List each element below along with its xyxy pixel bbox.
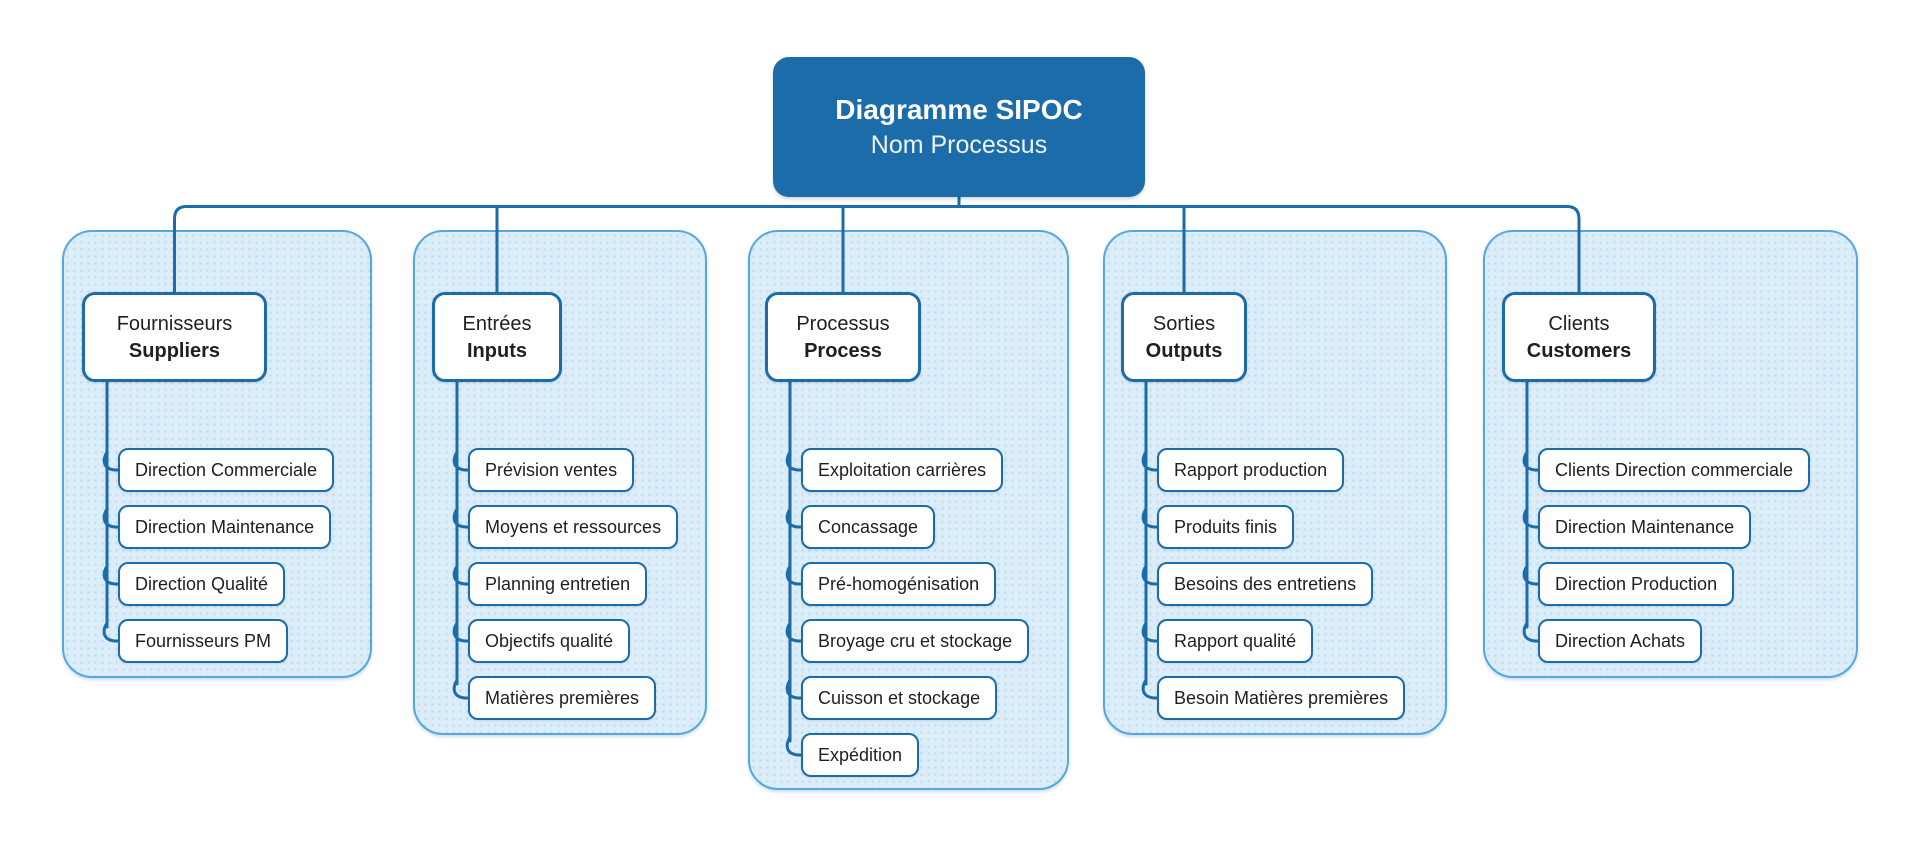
connector-branch-inputs-0 [452, 450, 474, 472]
column-title-fr-inputs: Entrées [462, 312, 532, 335]
node-label: Besoin Matières premières [1174, 687, 1389, 708]
node-label: Moyens et ressources [485, 516, 662, 537]
connector-branch-inputs-4 [452, 678, 474, 700]
node-suppliers-item[interactable]: Direction Commerciale [118, 448, 335, 492]
node-customers-item[interactable]: Direction Maintenance [1538, 505, 1752, 549]
node-process-item[interactable]: Expédition [801, 733, 920, 777]
connector-branch-outputs-3 [1141, 621, 1163, 643]
node-label: Concassage [818, 516, 919, 537]
node-inputs-item[interactable]: Prévision ventes [468, 448, 635, 492]
connector-branch-inputs-2 [452, 564, 474, 586]
connector-branch-process-0 [785, 450, 807, 472]
node-label: Rapport production [1174, 459, 1328, 480]
node-process-item[interactable]: Exploitation carrières [801, 448, 1004, 492]
node-customers-item[interactable]: Clients Direction commerciale [1538, 448, 1811, 492]
connector-branch-customers-3 [1522, 621, 1544, 643]
connector-branch-suppliers-2 [102, 564, 124, 586]
node-label: Fournisseurs PM [135, 630, 272, 651]
connector-branch-process-1 [785, 507, 807, 529]
node-customers-item[interactable]: Direction Production [1538, 562, 1735, 606]
node-label: Rapport qualité [1174, 630, 1297, 651]
connector-branch-process-3 [785, 621, 807, 643]
node-inputs-item[interactable]: Objectifs qualité [468, 619, 631, 663]
connector-branch-process-5 [785, 735, 807, 757]
node-label: Direction Achats [1555, 630, 1686, 651]
connector-branch-process-4 [785, 678, 807, 700]
node-label: Prévision ventes [485, 459, 618, 480]
connector-branch-inputs-1 [452, 507, 474, 529]
node-label: Broyage cru et stockage [818, 630, 1013, 651]
node-process-item[interactable]: Broyage cru et stockage [801, 619, 1030, 663]
connector-branch-outputs-1 [1141, 507, 1163, 529]
node-label: Besoins des entretiens [1174, 573, 1357, 594]
node-process-item[interactable]: Pré-homogénisation [801, 562, 997, 606]
column-title-en-inputs: Inputs [467, 339, 527, 362]
node-label: Direction Commerciale [135, 459, 318, 480]
node-outputs-item[interactable]: Produits finis [1157, 505, 1295, 549]
node-label: Expédition [818, 744, 903, 765]
node-label: Objectifs qualité [485, 630, 614, 651]
node-label: Planning entretien [485, 573, 631, 594]
node-outputs-item[interactable]: Rapport production [1157, 448, 1345, 492]
process-name: Nom Processus [870, 131, 1048, 159]
node-inputs-item[interactable]: Moyens et ressources [468, 505, 679, 549]
node-outputs-item[interactable]: Besoins des entretiens [1157, 562, 1374, 606]
node-process-item[interactable]: Concassage [801, 505, 936, 549]
node-outputs-item[interactable]: Besoin Matières premières [1157, 676, 1406, 720]
column-title-fr-outputs: Sorties [1152, 312, 1216, 335]
connector-branch-outputs-2 [1141, 564, 1163, 586]
node-label: Clients Direction commerciale [1555, 459, 1794, 480]
root-node-sipoc-title[interactable]: Diagramme SIPOC Nom Processus [773, 57, 1145, 197]
connector-branch-customers-0 [1522, 450, 1544, 472]
connector-branch-process-2 [785, 564, 807, 586]
connector-rail [173, 205, 1581, 294]
node-label: Direction Qualité [135, 573, 269, 594]
node-label: Cuisson et stockage [818, 687, 981, 708]
node-inputs-item[interactable]: Matières premières [468, 676, 657, 720]
node-label: Matières premières [485, 687, 640, 708]
connector-branch-suppliers-0 [102, 450, 124, 472]
connector-branch-outputs-4 [1141, 678, 1163, 700]
node-label: Exploitation carrières [818, 459, 987, 480]
connector-branch-customers-2 [1522, 564, 1544, 586]
node-customers-item[interactable]: Direction Achats [1538, 619, 1703, 663]
connector-branch-inputs-3 [452, 621, 474, 643]
column-title-en-suppliers: Suppliers [128, 339, 221, 362]
column-title-en-outputs: Outputs [1145, 339, 1223, 362]
node-outputs-item[interactable]: Rapport qualité [1157, 619, 1314, 663]
diagram-title: Diagramme SIPOC [835, 94, 1083, 125]
column-title-en-process: Process [804, 339, 882, 362]
node-label: Produits finis [1174, 516, 1278, 537]
connector-branch-suppliers-1 [102, 507, 124, 529]
node-label: Direction Production [1555, 573, 1718, 594]
connector-branch-customers-1 [1522, 507, 1544, 529]
node-suppliers-item[interactable]: Direction Qualité [118, 562, 286, 606]
node-inputs-item[interactable]: Planning entretien [468, 562, 648, 606]
node-label: Direction Maintenance [1555, 516, 1735, 537]
column-title-en-customers: Customers [1526, 339, 1632, 362]
connector-branch-outputs-0 [1141, 450, 1163, 472]
column-title-fr-process: Processus [796, 312, 890, 335]
node-label: Direction Maintenance [135, 516, 315, 537]
column-title-fr-suppliers: Fournisseurs [116, 312, 233, 335]
column-title-fr-customers: Clients [1548, 312, 1610, 335]
node-suppliers-item[interactable]: Direction Maintenance [118, 505, 332, 549]
node-suppliers-item[interactable]: Fournisseurs PM [118, 619, 289, 663]
connector-branch-suppliers-3 [102, 621, 124, 643]
node-process-item[interactable]: Cuisson et stockage [801, 676, 998, 720]
node-label: Pré-homogénisation [818, 573, 980, 594]
